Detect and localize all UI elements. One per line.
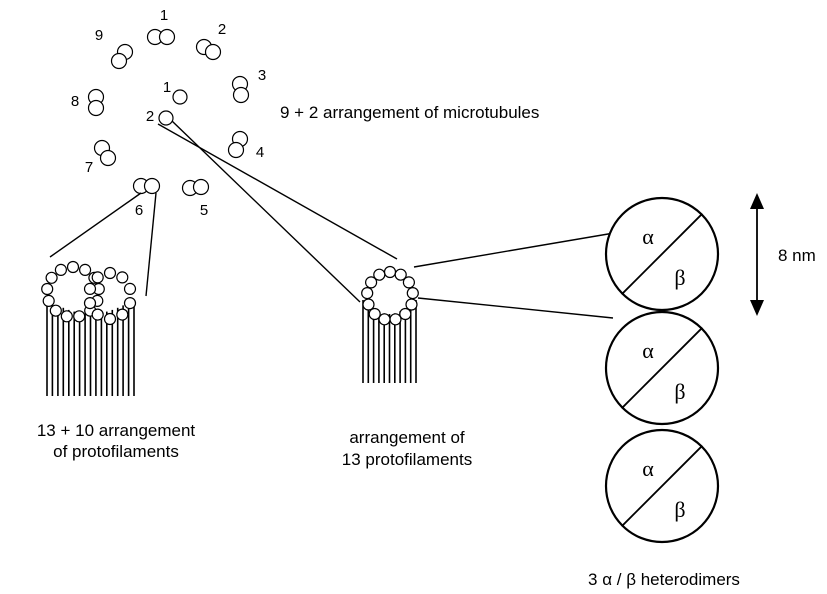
doublet-7 [93,139,117,167]
middle-protofilament [406,287,419,300]
middle-protofilament [399,307,412,321]
scale-arrow [750,193,764,316]
middle-protofilament [383,265,397,279]
doublet-number-2: 2 [218,21,226,38]
left-b-protofilament [83,282,97,295]
middle-protofilament [389,313,402,326]
doublet-number-7: 7 [85,159,93,176]
left-b-protofilament [123,282,137,295]
label-9-plus-2: 9 + 2 arrangement of microtubules [280,103,539,122]
left-a-protofilament [78,263,92,276]
label-scale-8nm: 8 nm [778,246,816,265]
middle-protofilament [402,276,415,289]
doublet-number-4: 4 [256,144,264,161]
doublet-2 [195,38,222,61]
left-b-protofilament [83,297,97,310]
middle-protofilament [361,287,374,300]
middle-ring [361,265,419,326]
middle-protofilament [394,268,407,281]
heterodimer-2: αβ [604,310,720,426]
left-ring-b [83,266,137,326]
label-13-plus-10-line1: 13 + 10 arrangement [37,421,196,440]
left-b-protofilament [116,308,129,321]
doublet-3 [231,75,250,104]
left-a-protofilament [45,271,58,284]
left-protofilaments [46,300,135,396]
left-a-protofilament [60,310,73,323]
left-a-protofilament [66,260,80,274]
doublet-number-6: 6 [135,202,143,219]
left-a-protofilament [42,294,55,307]
doublet-4 [227,130,249,159]
doublet-9 [110,43,134,70]
left-b-protofilament [103,312,117,326]
left-a-protofilament [73,310,86,323]
label-heterodimers: 3 α / β heterodimers [588,570,740,589]
middle-protofilament [365,276,378,289]
doublet-8 [87,88,105,117]
doublet-6 [132,177,161,195]
middle-protofilament [373,268,386,281]
central-microtubule-1 [172,89,188,105]
central-number-1: 1 [163,79,171,96]
left-b-protofilament [103,266,117,280]
middle-protofilament [362,298,375,311]
doublet-1 [146,28,176,46]
left-a-protofilament [41,282,54,296]
alpha-tubulin-label: α [642,224,654,249]
beta-tubulin-label: β [674,265,685,290]
left-a-protofilament [54,263,68,276]
doublet-number-8: 8 [71,93,79,110]
doublet-number-9: 9 [95,27,103,44]
central-microtubule-2 [158,110,174,126]
left-b-protofilament [116,271,129,284]
beta-tubulin-label: β [674,379,685,404]
alpha-tubulin-label: α [642,338,654,363]
beta-tubulin-label: β [674,497,685,522]
doublet-5 [181,178,210,197]
label-13-plus-10-line2: of protofilaments [53,442,179,461]
alpha-tubulin-label: α [642,456,654,481]
singlet-microtubule-13 [361,265,419,383]
doublet-number-5: 5 [200,202,208,219]
doublet-microtubule-13-plus-10 [41,260,137,396]
doublet-number-1: 1 [160,7,168,24]
heterodimer-3: αβ [604,428,720,544]
middle-protofilament [368,307,381,321]
left-b-protofilament [91,271,104,284]
label-13-protofilaments-line2: 13 protofilaments [342,450,472,469]
central-number-2: 2 [146,108,154,125]
axoneme-cross-section: 1 2 3 4 5 6 7 8 9 1 2 [71,7,266,219]
connector-lines [49,120,615,319]
middle-protofilament [378,313,391,326]
middle-protofilament [405,298,418,311]
label-13-protofilaments-line1: arrangement of [349,428,465,447]
doublet-number-3: 3 [258,67,266,84]
left-a-protofilament [49,304,62,317]
left-b-protofilament [123,297,137,310]
heterodimer-1: αβ [604,196,720,312]
left-b-protofilament [91,308,104,321]
